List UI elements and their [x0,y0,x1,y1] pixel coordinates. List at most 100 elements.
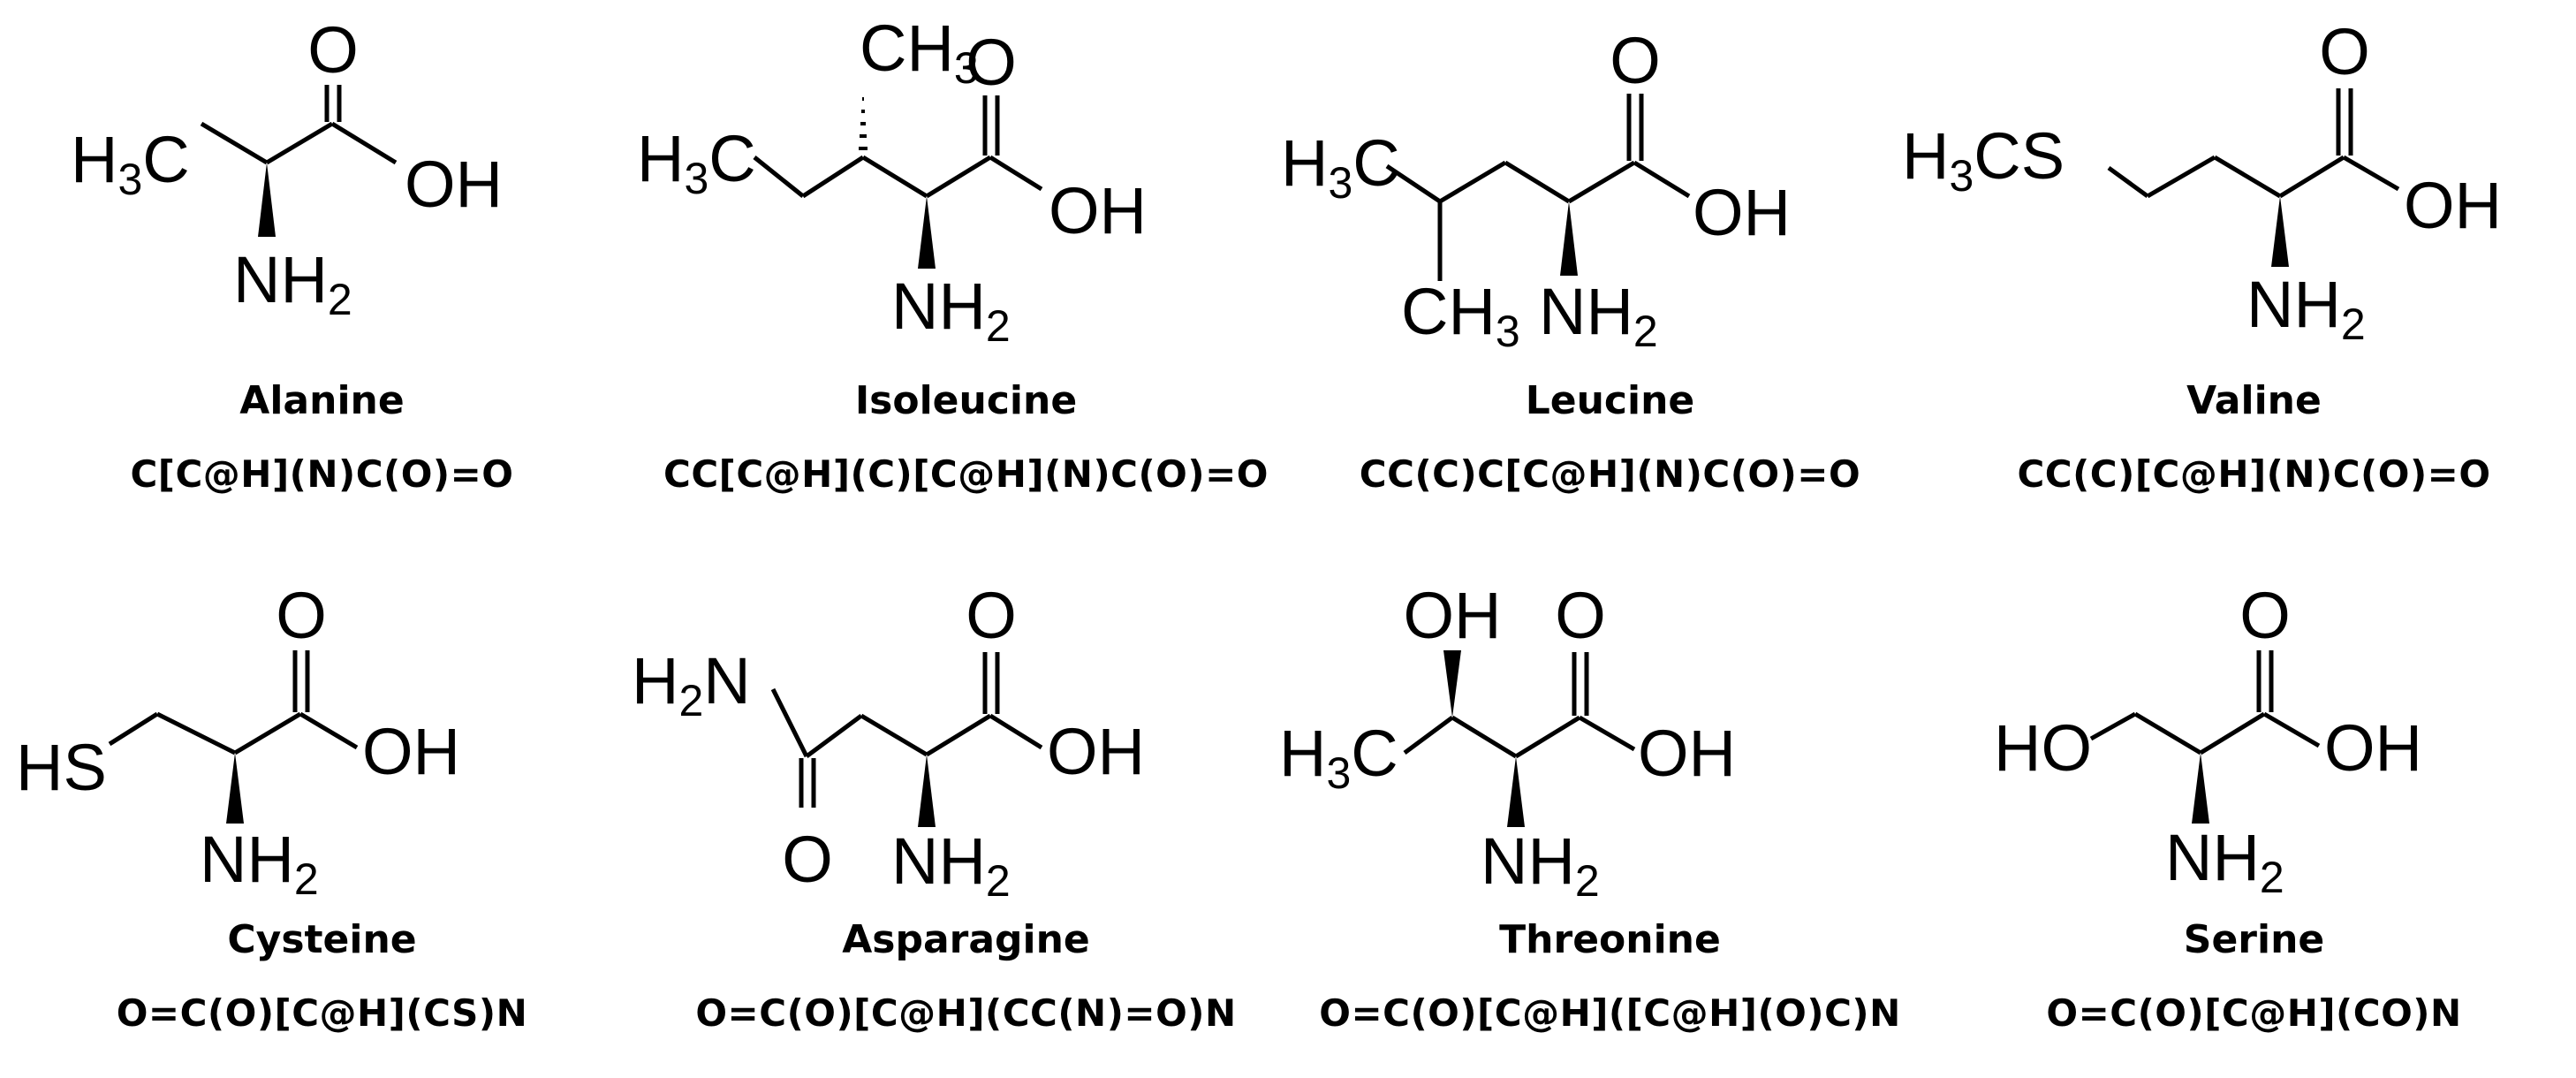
atom-label: OH [1638,717,1736,790]
atom-label: H3C [1281,126,1400,208]
bond [861,155,928,199]
atom-label: CH3 [860,11,979,93]
atom-label: O [782,823,833,896]
atom-label: NH2 [2165,821,2284,902]
atom-label: H3C [1279,717,1398,798]
structure-cysteine: O HS OH NH2 [16,579,460,904]
structure-asparagine: O H2N OH O NH2 [632,579,1145,906]
wedge-bond [1507,756,1525,827]
smiles-string: O=C(O)[C@H](CC(N)=O)N [695,991,1237,1035]
atom-label: H3C [71,123,190,204]
atom-label: O [2319,15,2370,88]
wedge-bond [2271,196,2289,267]
bond [801,155,865,199]
atom-label: NH2 [200,823,319,904]
atom-label: OH [362,715,460,788]
bond [925,713,992,757]
atom-label: O [276,579,327,652]
molecule-asparagine: O H2N OH O NH2 Asparagine O=C(O)[C@H](CC… [632,539,1288,1078]
molecule-name: Cysteine [227,917,417,962]
bond [1451,715,1518,759]
wedge-bond [1443,650,1461,717]
structure-valine: O H3CS OH NH2 [1902,15,2502,349]
molecule-leucine: O H3C OH CH3 NH2 Leucine CC(C)C[C@H](N)C… [1281,0,1932,539]
bond [770,687,809,758]
molecule-name: Leucine [1525,378,1695,423]
atom-label: OH [1404,579,1502,652]
bond [2133,711,2202,755]
bond [2146,155,2216,199]
molecule-name: Valine [2186,378,2322,423]
atom-label: O [1610,24,1661,97]
atom-label: NH2 [1481,824,1600,906]
smiles-string: O=C(O)[C@H](CO)N [2046,991,2462,1035]
atom-label: H3CS [1902,119,2065,201]
bond [200,121,269,165]
molecule-name: Asparagine [842,917,1090,962]
smiles-string: CC(C)[C@H](N)C(O)=O [2017,452,2491,496]
wedge-bond [2192,753,2209,824]
bond [989,713,1043,750]
bond [2278,155,2345,199]
hashed-bond [859,97,868,150]
atom-label: OH [405,148,503,221]
bond [1567,160,1636,204]
structure-serine: O HO OH NH2 [1994,579,2422,902]
molecule-name: Isoleucine [854,378,1078,423]
atom-label: NH2 [891,824,1011,906]
smiles-string: C[C@H](N)C(O)=O [130,452,514,496]
smiles-string: CC[C@H](C)[C@H](N)C(O)=O [663,452,1269,496]
atom-label: O [1555,579,1606,652]
molecule-serine: O HO OH NH2 Serine O=C(O)[C@H](CO)N [1932,539,2576,1078]
atom-label: NH2 [1539,275,1658,356]
atom-label: NH2 [2246,268,2366,349]
molecule-alanine: O H3C OH NH2 Alanine C[C@H](N)C(O)=O [0,0,644,539]
atom-label: OH [2404,169,2502,242]
bond [860,713,928,757]
atom-label: CH3 [1401,275,1520,356]
atom-label: NH2 [891,270,1011,351]
atom-label: H3C [637,122,756,203]
bond [2199,711,2266,755]
structure-threonine: OH O H3C OH NH2 [1279,579,1736,906]
wedge-bond [226,753,244,824]
bond [299,711,359,750]
bond [2213,155,2282,199]
smiles-string: CC(C)C[C@H](N)C(O)=O [1359,452,1861,496]
atom-label: OH [1047,715,1145,788]
molecule-name: Threonine [1499,917,1721,962]
molecule-name: Serine [2183,917,2325,962]
smiles-string: O=C(O)[C@H]([C@H](O)C)N [1319,991,1901,1035]
wedge-bond [1560,201,1578,276]
atom-label: O [966,26,1017,99]
molecule-valine: O H3CS OH NH2 Valine CC(C)[C@H](N)C(O)=O [1902,0,2576,539]
bond [2107,165,2149,199]
structure-alanine: O H3C OH NH2 [71,13,503,324]
bond [1514,715,1581,759]
bond [2089,711,2137,741]
wedge-bond [918,755,936,827]
atom-label: NH2 [233,243,352,324]
bond [155,711,237,755]
bond [989,155,1043,192]
smiles-string: O=C(O)[C@H](CS)N [116,991,528,1035]
atom-label: HS [16,731,107,804]
atom-label: O [307,13,359,87]
bond [1578,715,1636,752]
bond [330,121,398,165]
structure-isoleucine: CH3 O H3C OH NH2 [637,11,1147,351]
bond [753,156,805,198]
molecule-threonine: OH O H3C OH NH2 Threonine O=C(O)[C@H]([C… [1279,539,1932,1078]
wedge-bond [918,196,936,269]
atom-label: OH [1693,176,1791,249]
molecule-name: Alanine [239,378,405,423]
molecule-cysteine: O HS OH NH2 Cysteine O=C(O)[C@H](CS)N [0,539,644,1078]
bond [233,711,302,755]
bond [265,121,334,165]
atom-label: H2N [632,644,751,725]
atom-label: OH [1049,174,1147,247]
atom-label: O [2239,579,2291,652]
bond [925,155,992,199]
bond [1633,160,1691,199]
molecule-isoleucine: CH3 O H3C OH NH2 Isoleucine CC[C@H](C)[C… [637,0,1288,539]
